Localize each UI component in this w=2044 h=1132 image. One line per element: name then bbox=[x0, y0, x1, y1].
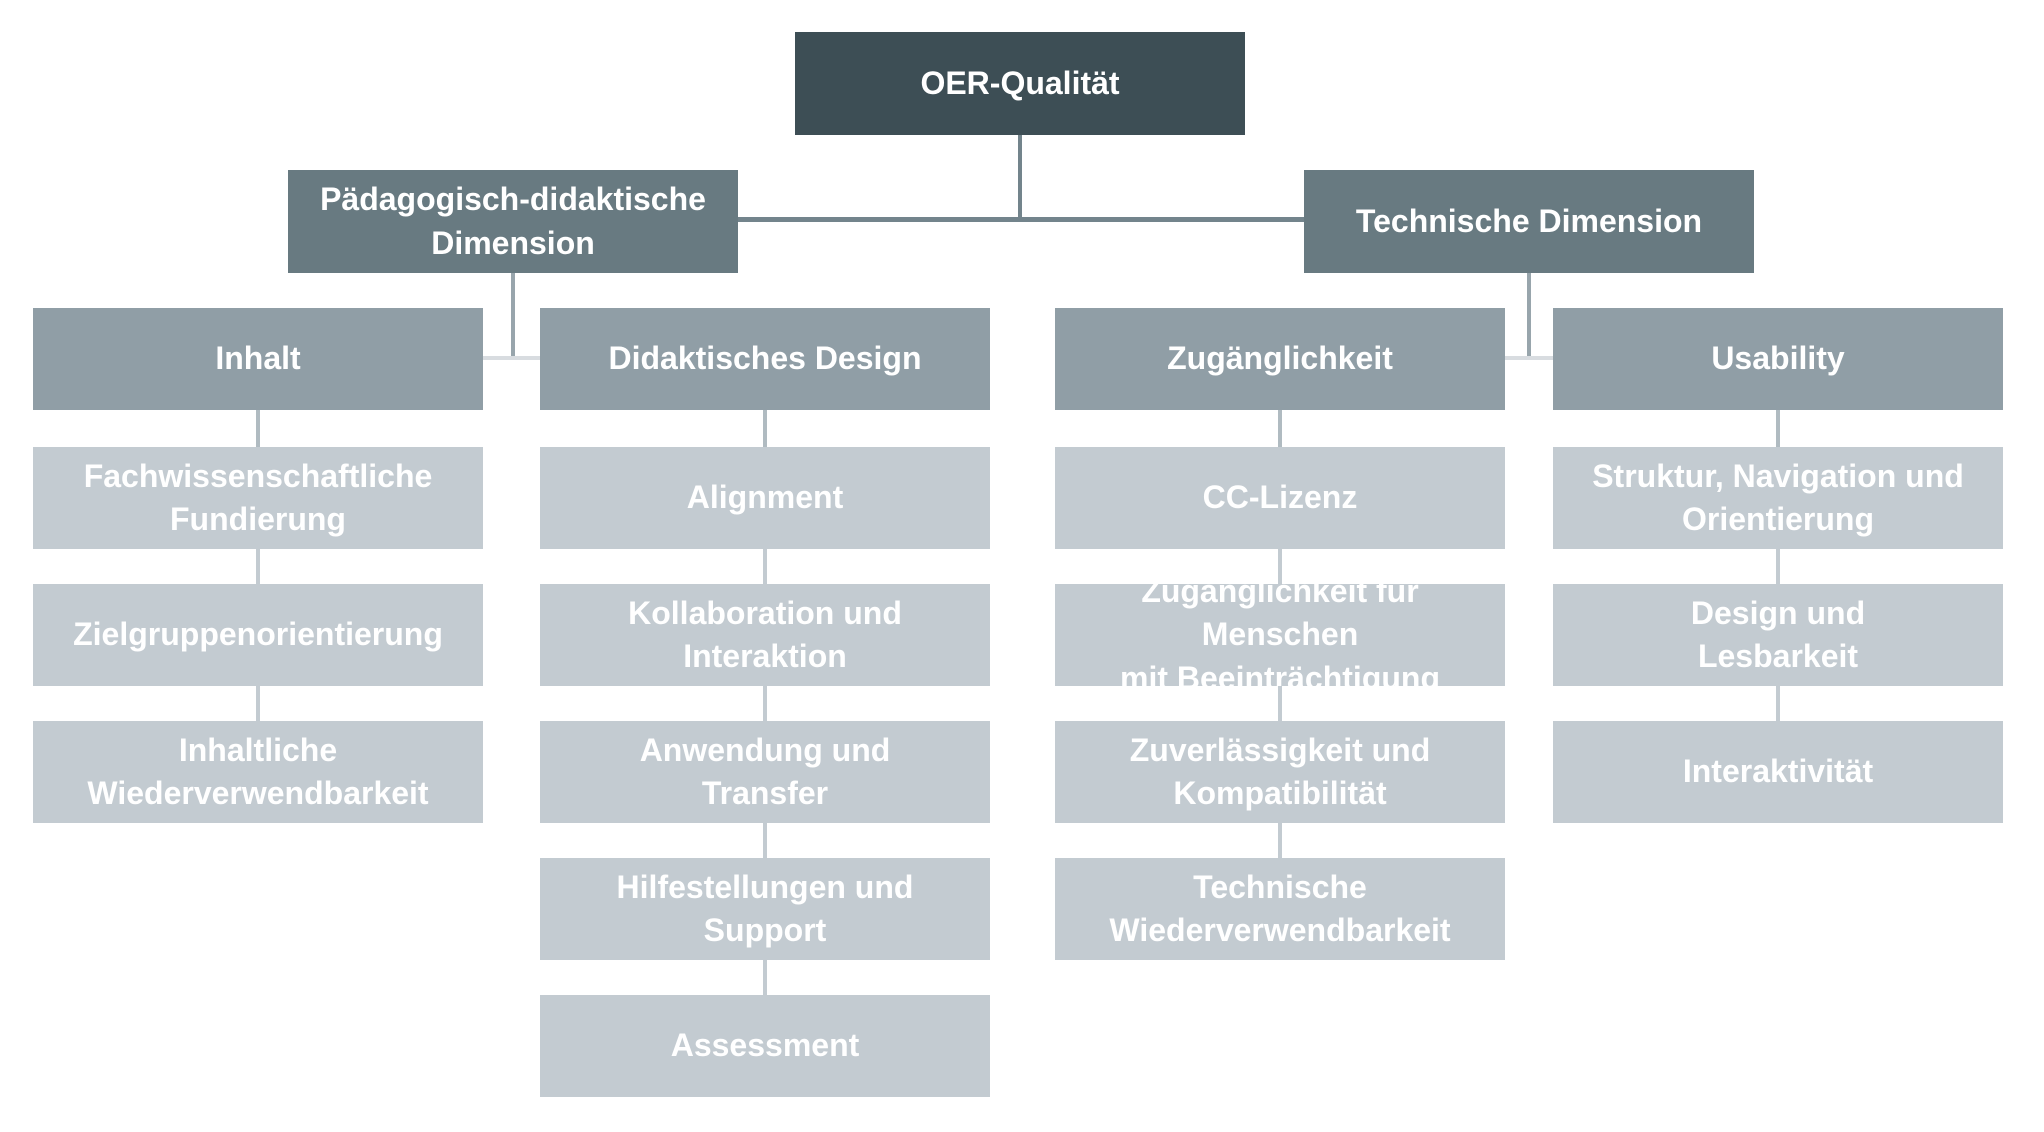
item-inhaltliche-wiederverwendbarkeit: Inhaltliche Wiederverwendbarkeit bbox=[33, 721, 483, 823]
connector-item-link bbox=[763, 823, 767, 858]
item-zuverlaessigkeit-kompatibilitaet: Zuverlässigkeit und Kompatibilität bbox=[1055, 721, 1505, 823]
connector-item-link bbox=[1776, 686, 1780, 721]
item-design-lesbarkeit: Design und Lesbarkeit bbox=[1553, 584, 2003, 686]
item-fachwissenschaftliche-fundierung: Fachwissenschaftliche Fundierung bbox=[33, 447, 483, 549]
connector-root-horizontal bbox=[738, 217, 1304, 222]
header-box-didaktisches-design: Didaktisches Design bbox=[540, 308, 990, 410]
dimension-box-technisch: Technische Dimension bbox=[1304, 170, 1754, 273]
item-cc-lizenz: CC-Lizenz bbox=[1055, 447, 1505, 549]
connector-item-link bbox=[763, 549, 767, 584]
header-box-usability: Usability bbox=[1553, 308, 2003, 410]
connector-item-link bbox=[1776, 549, 1780, 584]
connector-item-link bbox=[256, 686, 260, 721]
dimension-box-paedagogisch-didaktisch: Pädagogisch-didaktische Dimension bbox=[288, 170, 738, 273]
item-kollaboration-interaktion: Kollaboration und Interaktion bbox=[540, 584, 990, 686]
header-box-zugaenglichkeit: Zugänglichkeit bbox=[1055, 308, 1505, 410]
item-assessment: Assessment bbox=[540, 995, 990, 1097]
connector-dimension-1-stub bbox=[483, 356, 540, 360]
item-zielgruppenorientierung: Zielgruppenorientierung bbox=[33, 584, 483, 686]
item-zugaenglichkeit-menschen-beeintraechtigung: Zugänglichkeit für Menschen mit Beeinträ… bbox=[1055, 573, 1505, 696]
connector-item-link bbox=[763, 960, 767, 995]
connector-header-usability bbox=[1776, 410, 1780, 447]
connector-header-zugaenglichkeit bbox=[1278, 410, 1282, 447]
root-box-oer-qualitaet: OER-Qualität bbox=[795, 32, 1245, 135]
item-alignment: Alignment bbox=[540, 447, 990, 549]
header-box-inhalt: Inhalt bbox=[33, 308, 483, 410]
connector-dimension-2-stub bbox=[1505, 356, 1553, 360]
connector-item-link bbox=[763, 686, 767, 721]
item-anwendung-transfer: Anwendung und Transfer bbox=[540, 721, 990, 823]
item-struktur-navigation-orientierung: Struktur, Navigation und Orientierung bbox=[1553, 447, 2003, 549]
item-interaktivitaet: Interaktivität bbox=[1553, 721, 2003, 823]
connector-item-link bbox=[1278, 823, 1282, 858]
item-technische-wiederverwendbarkeit: Technische Wiederverwendbarkeit bbox=[1055, 858, 1505, 960]
connector-item-link bbox=[1278, 549, 1282, 584]
connector-header-inhalt bbox=[256, 410, 260, 447]
connector-item-link bbox=[256, 549, 260, 584]
connector-header-didaktisches-design bbox=[763, 410, 767, 447]
connector-dimension-1-vertical bbox=[511, 273, 515, 360]
connector-item-link bbox=[1278, 686, 1282, 721]
connector-dimension-2-vertical bbox=[1527, 273, 1531, 360]
item-hilfestellungen-support: Hilfestellungen und Support bbox=[540, 858, 990, 960]
connector-root-vertical bbox=[1018, 135, 1022, 222]
